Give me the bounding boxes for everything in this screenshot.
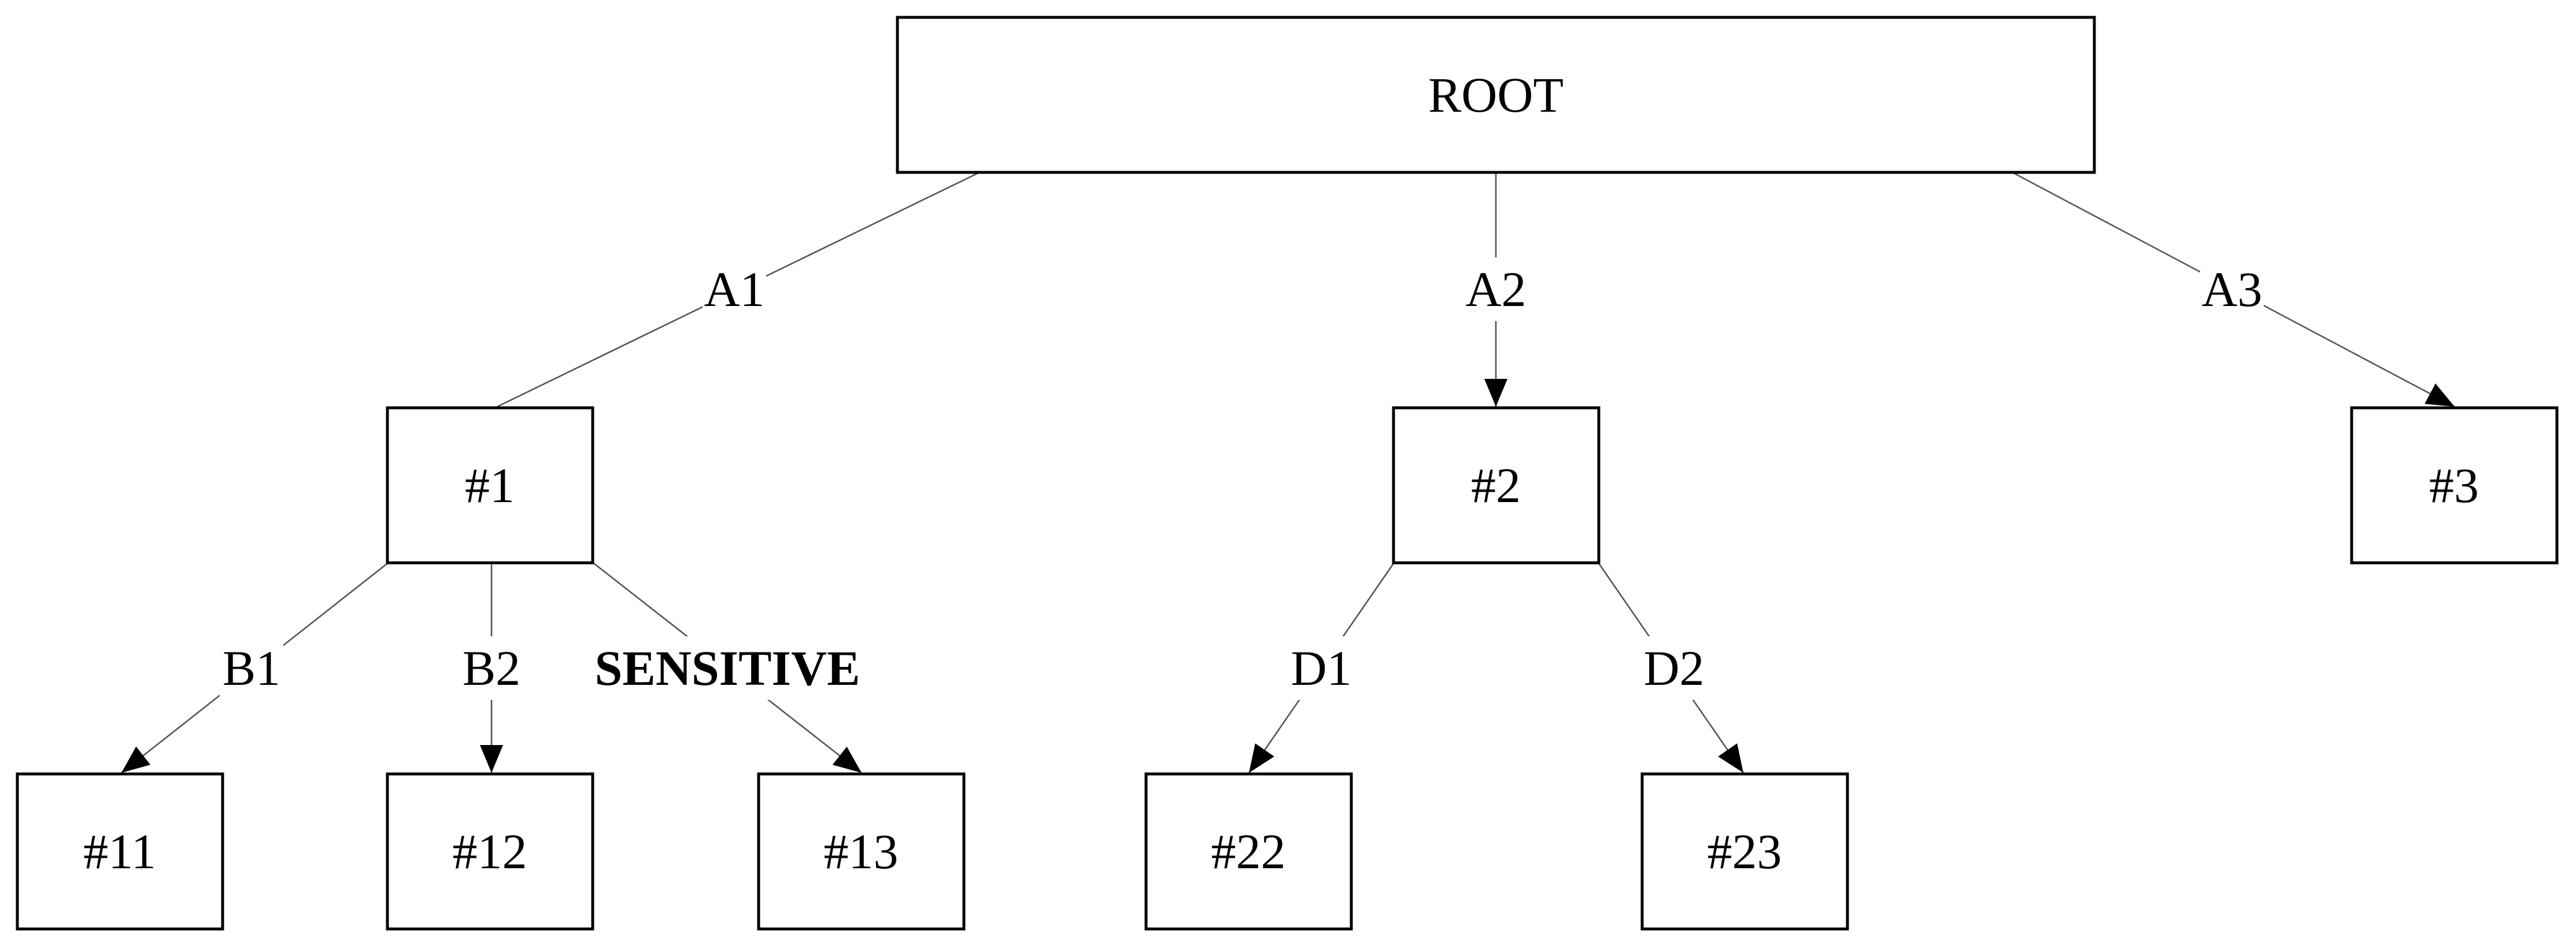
node-23: #23 <box>1640 772 1849 931</box>
arrowhead-to-22 <box>1249 743 1274 773</box>
node-1-label: #1 <box>465 458 515 513</box>
node-11-label: #11 <box>83 824 156 879</box>
arrowhead-to-2 <box>1484 379 1507 407</box>
node-12: #12 <box>386 772 594 931</box>
node-root-label: ROOT <box>1428 67 1564 123</box>
node-12-label: #12 <box>453 824 527 879</box>
node-root: ROOT <box>896 16 2096 174</box>
edge-label-sensitive: SENSITIVE <box>595 640 860 696</box>
arrowhead-to-23 <box>1718 743 1743 773</box>
edge-label-a2: A2 <box>1465 261 1526 317</box>
node-22: #22 <box>1144 772 1353 931</box>
node-3: #3 <box>2350 406 2559 565</box>
edge-label-d2: D2 <box>1643 640 1704 696</box>
edge-label-a3: A3 <box>2201 261 2262 317</box>
arrowhead-to-3 <box>2425 383 2455 407</box>
node-11: #11 <box>16 772 224 931</box>
edge-label-b1: B1 <box>223 640 280 696</box>
node-13-label: #13 <box>824 824 899 879</box>
node-22-label: #22 <box>1211 824 1286 879</box>
edge-label-b2: B2 <box>463 640 520 696</box>
arrowhead-to-11 <box>121 746 151 773</box>
node-23-label: #23 <box>1708 824 1782 879</box>
arrowhead-to-13 <box>832 746 862 773</box>
arrowhead-to-12 <box>480 745 503 773</box>
edge-label-d1: D1 <box>1291 640 1351 696</box>
node-3-label: #3 <box>2429 458 2479 513</box>
node-1: #1 <box>386 406 594 565</box>
node-2-label: #2 <box>1471 458 1521 513</box>
node-2: #2 <box>1392 406 1601 565</box>
node-13: #13 <box>757 772 966 931</box>
edge-label-a1: A1 <box>704 261 764 317</box>
